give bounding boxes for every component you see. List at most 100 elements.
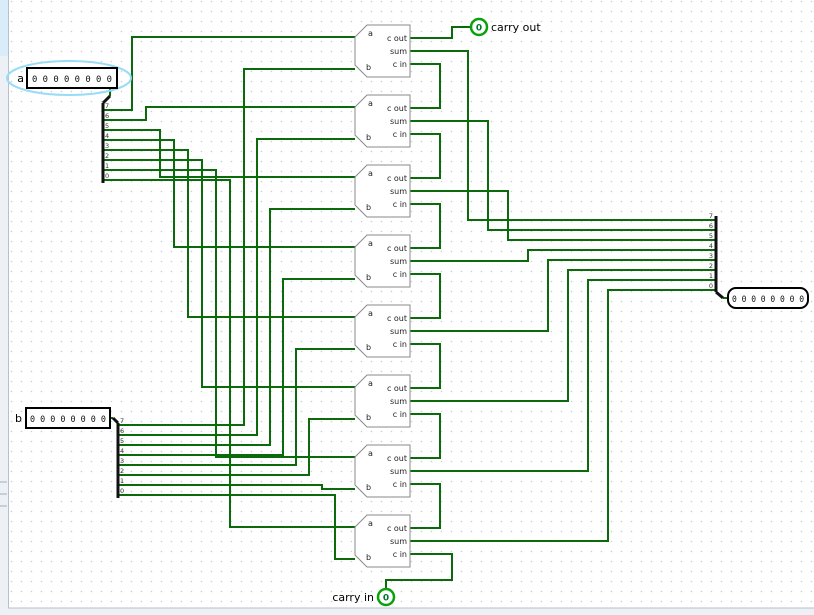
- bit-index-label: 0: [105, 172, 109, 180]
- bit-index-label: 6: [105, 112, 109, 120]
- output-result-value: 0 0 0 0 0 0 0 0: [732, 295, 804, 305]
- output-pin-result[interactable]: 0 0 0 0 0 0 0 0: [727, 287, 809, 309]
- full-adder-component[interactable]: a b c out sum c in: [354, 164, 411, 218]
- bit-index-label: 2: [105, 152, 109, 160]
- bit-index-label: 2: [120, 467, 124, 475]
- full-adder-component[interactable]: a b c out sum c in: [354, 234, 411, 288]
- wire[interactable]: [103, 169, 355, 458]
- adder-pin-label-a: a: [368, 169, 373, 178]
- wire[interactable]: [410, 120, 716, 231]
- bit-index-label: 5: [120, 437, 124, 445]
- input-b-box[interactable]: [25, 407, 111, 429]
- carry-out-ring[interactable]: [469, 17, 489, 37]
- input-a-box[interactable]: [26, 67, 118, 89]
- adder-body: [354, 234, 411, 288]
- bit-index-label: 7: [709, 212, 713, 220]
- carry-wire[interactable]: [410, 133, 441, 179]
- splitter-lead: [111, 416, 120, 425]
- carry-wire[interactable]: [410, 273, 441, 319]
- wire[interactable]: [410, 259, 716, 332]
- input-a-label: a: [17, 72, 24, 85]
- bit-index-label: 5: [709, 232, 713, 240]
- splitter-b[interactable]: 7 6 5 4 3 2 1 0: [111, 416, 124, 498]
- wire[interactable]: [118, 278, 355, 456]
- wire[interactable]: [103, 149, 355, 318]
- adder-pin-label-cout: c out: [387, 244, 407, 253]
- adder-pin-label-cout: c out: [387, 174, 407, 183]
- adder-pin-label-a: a: [368, 239, 373, 248]
- wire[interactable]: [410, 289, 716, 542]
- input-a-value: 0 0 0 0 0 0 0 0: [32, 75, 112, 85]
- output-result-box[interactable]: [727, 287, 809, 309]
- wire[interactable]: [118, 418, 355, 476]
- full-adder-component[interactable]: a b c out sum c in: [354, 94, 411, 148]
- input-b-value: 0 0 0 0 0 0 0 0: [30, 415, 106, 425]
- full-adder-component[interactable]: a b c out sum c in: [354, 514, 411, 568]
- adder-pin-label-b: b: [366, 63, 371, 72]
- bit-index-label: 2: [709, 262, 713, 270]
- carry-in-pin[interactable]: carry in 0: [332, 587, 396, 607]
- carry-wire[interactable]: [410, 63, 441, 109]
- wire[interactable]: [118, 68, 355, 426]
- carry-in-wire[interactable]: [385, 553, 453, 589]
- bit-index-label: 6: [709, 222, 713, 230]
- bit-index-label: 7: [120, 417, 124, 425]
- wires-layer: [103, 26, 728, 589]
- bit-index-label: 4: [120, 447, 124, 455]
- bottom-scroll-edge[interactable]: [8, 608, 814, 615]
- adder-pin-label-cin: c in: [393, 200, 407, 209]
- bit-index-label: 1: [709, 272, 713, 280]
- full-adder-component[interactable]: a b c out sum c in: [354, 374, 411, 428]
- wire[interactable]: [118, 138, 355, 436]
- full-adder-component[interactable]: a b c out sum c in: [354, 444, 411, 498]
- adder-pin-label-a: a: [368, 379, 373, 388]
- bit-index-label: 4: [709, 242, 713, 250]
- wire[interactable]: [103, 36, 355, 111]
- adder-pin-label-b: b: [366, 203, 371, 212]
- full-adder-component[interactable]: a b c out sum c in: [354, 304, 411, 358]
- wire[interactable]: [103, 179, 355, 528]
- bit-index-label: 1: [120, 477, 124, 485]
- wire[interactable]: [103, 106, 355, 121]
- wire[interactable]: [410, 269, 716, 402]
- input-pin-b[interactable]: b 0 0 0 0 0 0 0 0: [15, 407, 111, 429]
- adder-pin-label-sum: sum: [390, 117, 407, 126]
- grid-canvas[interactable]: [8, 0, 814, 608]
- wire[interactable]: [118, 348, 355, 466]
- bit-index-label: 4: [105, 132, 109, 140]
- input-pin-a[interactable]: a 0 0 0 0 0 0 0 0: [6, 60, 132, 96]
- wire[interactable]: [103, 139, 355, 248]
- left-panel-edge-top: [0, 0, 8, 56]
- adder-pin-label-cout: c out: [387, 104, 407, 113]
- splitter-result[interactable]: 7 6 5 4 3 2 1 0: [709, 212, 724, 300]
- carry-wire[interactable]: [410, 343, 441, 389]
- carry-out-pin[interactable]: 0 carry out: [469, 17, 541, 37]
- adder-pin-label-sum: sum: [390, 257, 407, 266]
- adder-body: [354, 444, 411, 498]
- bit-index-label: 3: [120, 457, 124, 465]
- bit-index-label: 3: [105, 142, 109, 150]
- adder-pin-label-sum: sum: [390, 397, 407, 406]
- wire[interactable]: [410, 279, 716, 472]
- carry-wire[interactable]: [410, 483, 441, 529]
- adder-pin-label-b: b: [366, 553, 371, 562]
- adder-pin-label-a: a: [368, 449, 373, 458]
- wire[interactable]: [118, 208, 355, 446]
- wire[interactable]: [103, 159, 355, 388]
- wire[interactable]: [410, 190, 716, 241]
- adder-body: [354, 24, 411, 78]
- adder-pin-label-a: a: [368, 309, 373, 318]
- bit-index-label: 0: [709, 282, 713, 290]
- wire[interactable]: [118, 484, 355, 490]
- splitter-a[interactable]: 7 6 5 4 3 2 1 0: [101, 94, 112, 183]
- wire[interactable]: [410, 249, 716, 262]
- adder-pin-label-b: b: [366, 343, 371, 352]
- carry-out-wire[interactable]: [410, 26, 471, 39]
- carry-wire[interactable]: [410, 413, 441, 459]
- full-adder-component[interactable]: a b c out sum c in: [354, 24, 411, 78]
- carry-in-ring[interactable]: [376, 587, 396, 607]
- carry-wire[interactable]: [410, 203, 441, 249]
- wire[interactable]: [410, 50, 716, 221]
- wire[interactable]: [118, 494, 355, 560]
